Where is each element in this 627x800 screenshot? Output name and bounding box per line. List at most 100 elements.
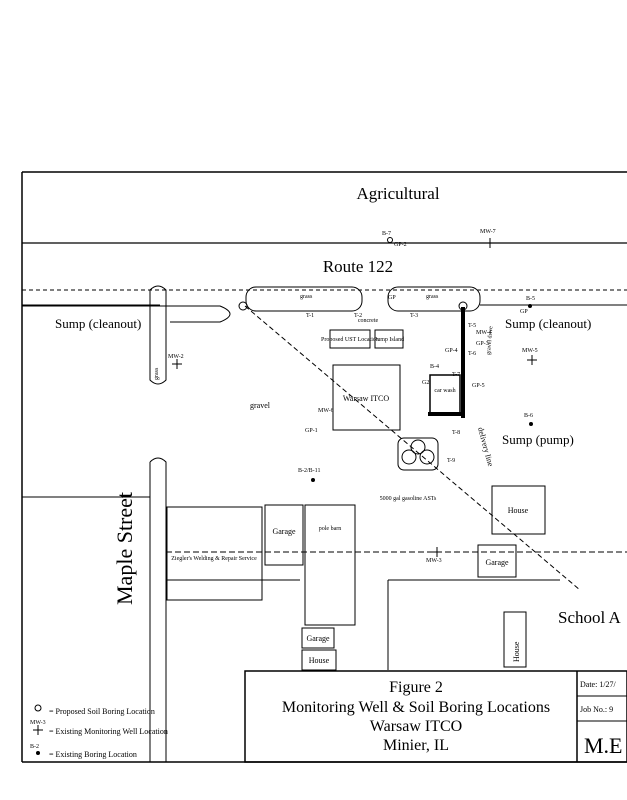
property-diagonal [244, 305, 581, 591]
pump-island-label: Pump Island [374, 337, 404, 343]
existing-boring-icon [311, 478, 315, 482]
proposed-ust-label: Proposed UST Location [321, 337, 379, 343]
gravel-drive-label: gravel drive [486, 326, 495, 356]
existing-boring-icon [528, 304, 532, 308]
legend-proposed: = Proposed Soil Boring Location [49, 707, 155, 716]
grass-top-label-1: grass [300, 294, 313, 300]
mw3-label: MW-3 [426, 558, 442, 564]
route-label: Route 122 [323, 257, 393, 276]
maple-curb-upper [149, 285, 167, 385]
monitoring-well-icon [485, 238, 495, 248]
legend-mw-tag: MW-3 [30, 720, 46, 726]
mw5-label: MW-5 [522, 348, 538, 354]
house-right [491, 485, 546, 535]
gp5-label: GP-5 [472, 383, 485, 389]
sump-pump-label: Sump (pump) [502, 432, 574, 447]
warsaw-itco-label: Warsaw ITCO [343, 394, 389, 403]
b5-label: B-5 [526, 296, 535, 302]
sump-right-label: Sump (cleanout) [505, 316, 591, 331]
monitoring-well-icon [527, 355, 537, 365]
pump-island-box [374, 329, 404, 349]
date-field: Date: 1/27/ [580, 680, 617, 689]
legend-b-tag: B-2 [30, 744, 39, 750]
garage-right [477, 544, 517, 578]
curb-island [245, 286, 363, 312]
b4-label: B-4 [430, 364, 439, 370]
grass-left-label: grass [154, 367, 160, 380]
curb-left [22, 305, 231, 323]
car-wash-base [428, 412, 462, 416]
figure-title: Monitoring Well & Soil Boring Locations [282, 699, 550, 716]
g2-label: G2 [422, 380, 429, 386]
t3-label: T-3 [410, 313, 418, 319]
legend-existing-mw: = Existing Monitoring Well Location [49, 727, 168, 736]
monitoring-well-icon [33, 725, 43, 735]
house-bottom [301, 649, 337, 671]
job-field: Job No.: 9 [580, 705, 613, 714]
mw2-label: MW-2 [168, 354, 184, 360]
maple-street-label: Maple Street [112, 492, 137, 605]
gp-label: GP [388, 295, 396, 301]
mw6-label: MW-6 [318, 408, 334, 414]
b6-label: B-6 [524, 413, 533, 419]
mw4-label: MW-4 [476, 330, 492, 336]
sump-cleanout-icon [238, 301, 248, 311]
t1-label: T-1 [306, 313, 314, 319]
maple-curb-lower [149, 457, 167, 762]
title-block [244, 670, 627, 763]
house-vertical [503, 611, 527, 668]
t5-label: T-5 [468, 323, 476, 329]
b7-label: B-7 [382, 231, 391, 237]
gp2-label: GP-2 [394, 242, 407, 248]
concrete-label: concrete [358, 318, 379, 324]
b2-b11-label: B-2/B-11 [298, 468, 320, 474]
existing-boring-icon [36, 751, 40, 755]
grass-top-label-2: grass [426, 294, 439, 300]
house-bottom-label: House [309, 656, 330, 665]
monitoring-well-icon [172, 359, 182, 369]
t6-label: T-6 [468, 351, 476, 357]
delivery-line-label: delivery line [476, 426, 495, 468]
house-vertical-label: House [512, 641, 521, 662]
sump-cleanout-icon [458, 301, 468, 311]
mw7-label: MW-7 [480, 229, 496, 235]
ast-tank-icon [397, 437, 439, 471]
garage-bottom [301, 627, 335, 649]
gp1-label: GP-1 [305, 428, 318, 434]
t7-label: T-7 [452, 372, 460, 378]
figure-label: Figure 2 [389, 679, 443, 696]
proposed-boring-icon [34, 704, 42, 712]
school-label: School A [558, 608, 622, 627]
gp3-label: GP-3 [476, 341, 489, 347]
monitoring-well-icon [432, 547, 442, 557]
t8-label: T-8 [452, 430, 460, 436]
proposed-ust-box [329, 329, 371, 349]
house-right-label: House [508, 506, 529, 515]
site-location: Minier, IL [383, 737, 449, 754]
gp4-label: GP-4 [445, 348, 458, 354]
pole-barn-label: pole barn [319, 526, 342, 532]
welding-shop [166, 506, 263, 601]
agricultural-label: Agricultural [356, 184, 439, 203]
firm-name: M.E [584, 733, 623, 758]
welding-label: Ziegler's Welding & Repair Service [171, 556, 257, 562]
car-wash-box [429, 374, 461, 416]
garage-bottom-label: Garage [306, 634, 330, 643]
garage-center [264, 504, 304, 566]
t9-label: T-9 [447, 458, 455, 464]
car-wash-label: car wash [434, 388, 455, 394]
legend-existing-boring: = Existing Boring Location [49, 750, 137, 759]
garage-right-label: Garage [485, 558, 509, 567]
sump-left-label: Sump (cleanout) [55, 316, 141, 331]
warsaw-itco-building [332, 364, 401, 431]
pole-barn [304, 504, 356, 626]
gp-right-label: GP [520, 309, 528, 315]
existing-boring-icon [529, 422, 533, 426]
t2-label: T-2 [354, 313, 362, 319]
garage-center-label: Garage [272, 527, 296, 536]
curb-island-2 [387, 286, 481, 312]
ast-label: 5000 gal gasoline ASTs [380, 496, 437, 502]
gravel-label: gravel [250, 401, 271, 410]
client-name: Warsaw ITCO [370, 718, 462, 735]
